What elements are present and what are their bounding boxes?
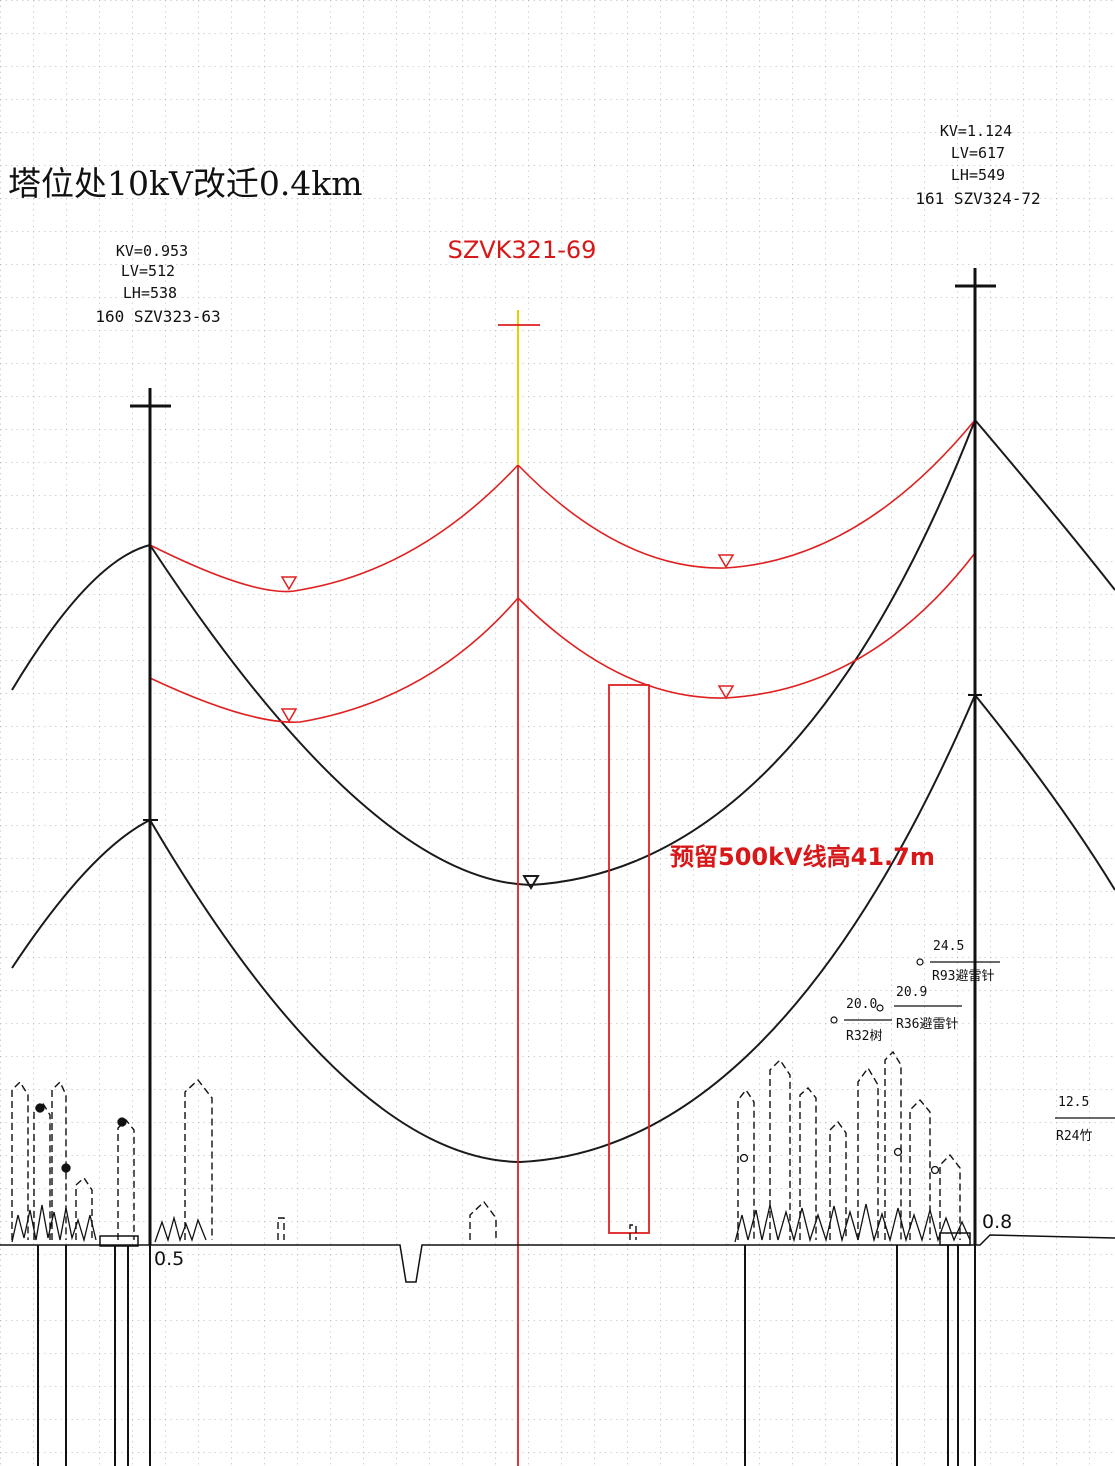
- middle-tower-name: SZVK321-69: [448, 236, 597, 264]
- obstacle-height: 20.9: [896, 985, 927, 1000]
- right-kv: KV=1.124: [940, 122, 1012, 140]
- obstacle-height: 12.5: [1058, 1095, 1089, 1110]
- sag-marker-red: [280, 576, 298, 591]
- ground-mark-left: 0.5: [154, 1248, 184, 1270]
- vegetation-right: [737, 1050, 961, 1240]
- left-tower-params: KV=0.953 LV=512 LH=538 160 SZV323-63: [95, 242, 220, 326]
- sag-marker-red: [280, 708, 298, 723]
- existing-lower-span-right: [974, 694, 1115, 891]
- existing-lower-span-main: [149, 694, 976, 1164]
- sag-marker-red: [717, 554, 735, 569]
- obstacle-leaders: [830, 958, 1115, 1119]
- ground-mark-right: 0.8: [982, 1211, 1012, 1233]
- vegetation-right-scrub: [734, 1147, 971, 1243]
- left-kv: KV=0.953: [116, 242, 188, 260]
- existing-upper-span-left: [11, 544, 151, 691]
- obstacle-label: R32树: [846, 1029, 882, 1044]
- left-tower-id: 160 SZV323-63: [95, 307, 220, 326]
- obstacle-labels: 24.5 R93避雷针 20.9 R36避雷针 20.0 R32树 12.5 R…: [846, 939, 1092, 1144]
- foundation-lines: [37, 1245, 976, 1466]
- new-upper-span-left: [149, 464, 519, 593]
- sag-marker-red: [717, 685, 735, 700]
- existing-upper-span-right: [974, 419, 1115, 591]
- obstacle-label: R36避雷针: [896, 1017, 958, 1032]
- tower-left: [130, 388, 171, 1245]
- obstacle-label: R24竹: [1056, 1129, 1092, 1144]
- header-note: 塔位处10kV改迁0.4km: [8, 164, 363, 203]
- sag-marker-black: [522, 875, 540, 890]
- new-upper-span-right: [517, 419, 976, 569]
- right-lv: LV=617: [951, 144, 1005, 162]
- existing-lower-span-left: [11, 819, 151, 969]
- vegetation-left-scrub: [11, 1103, 207, 1243]
- obstacle-height: 24.5: [933, 939, 964, 954]
- left-lh: LH=538: [123, 284, 177, 302]
- right-tower-id: 161 SZV324-72: [915, 189, 1040, 208]
- new-lower-span-left: [149, 597, 519, 723]
- left-lv: LV=512: [121, 262, 175, 280]
- sag-markers: [280, 554, 735, 890]
- existing-upper-span-main: [149, 419, 976, 887]
- reserve-clearance-box: [608, 684, 650, 1234]
- right-lh: LH=549: [951, 166, 1005, 184]
- tower-right: [955, 268, 996, 1245]
- existing-conductors: [11, 419, 1115, 1164]
- reserve-note: 预留500kV线高41.7m: [670, 843, 935, 871]
- obstacle-label: R93避雷针: [932, 969, 994, 984]
- right-tower-params: KV=1.124 LV=617 LH=549 161 SZV324-72: [915, 122, 1040, 208]
- tower-middle: [498, 310, 540, 1466]
- obstacle-height: 20.0: [846, 997, 877, 1012]
